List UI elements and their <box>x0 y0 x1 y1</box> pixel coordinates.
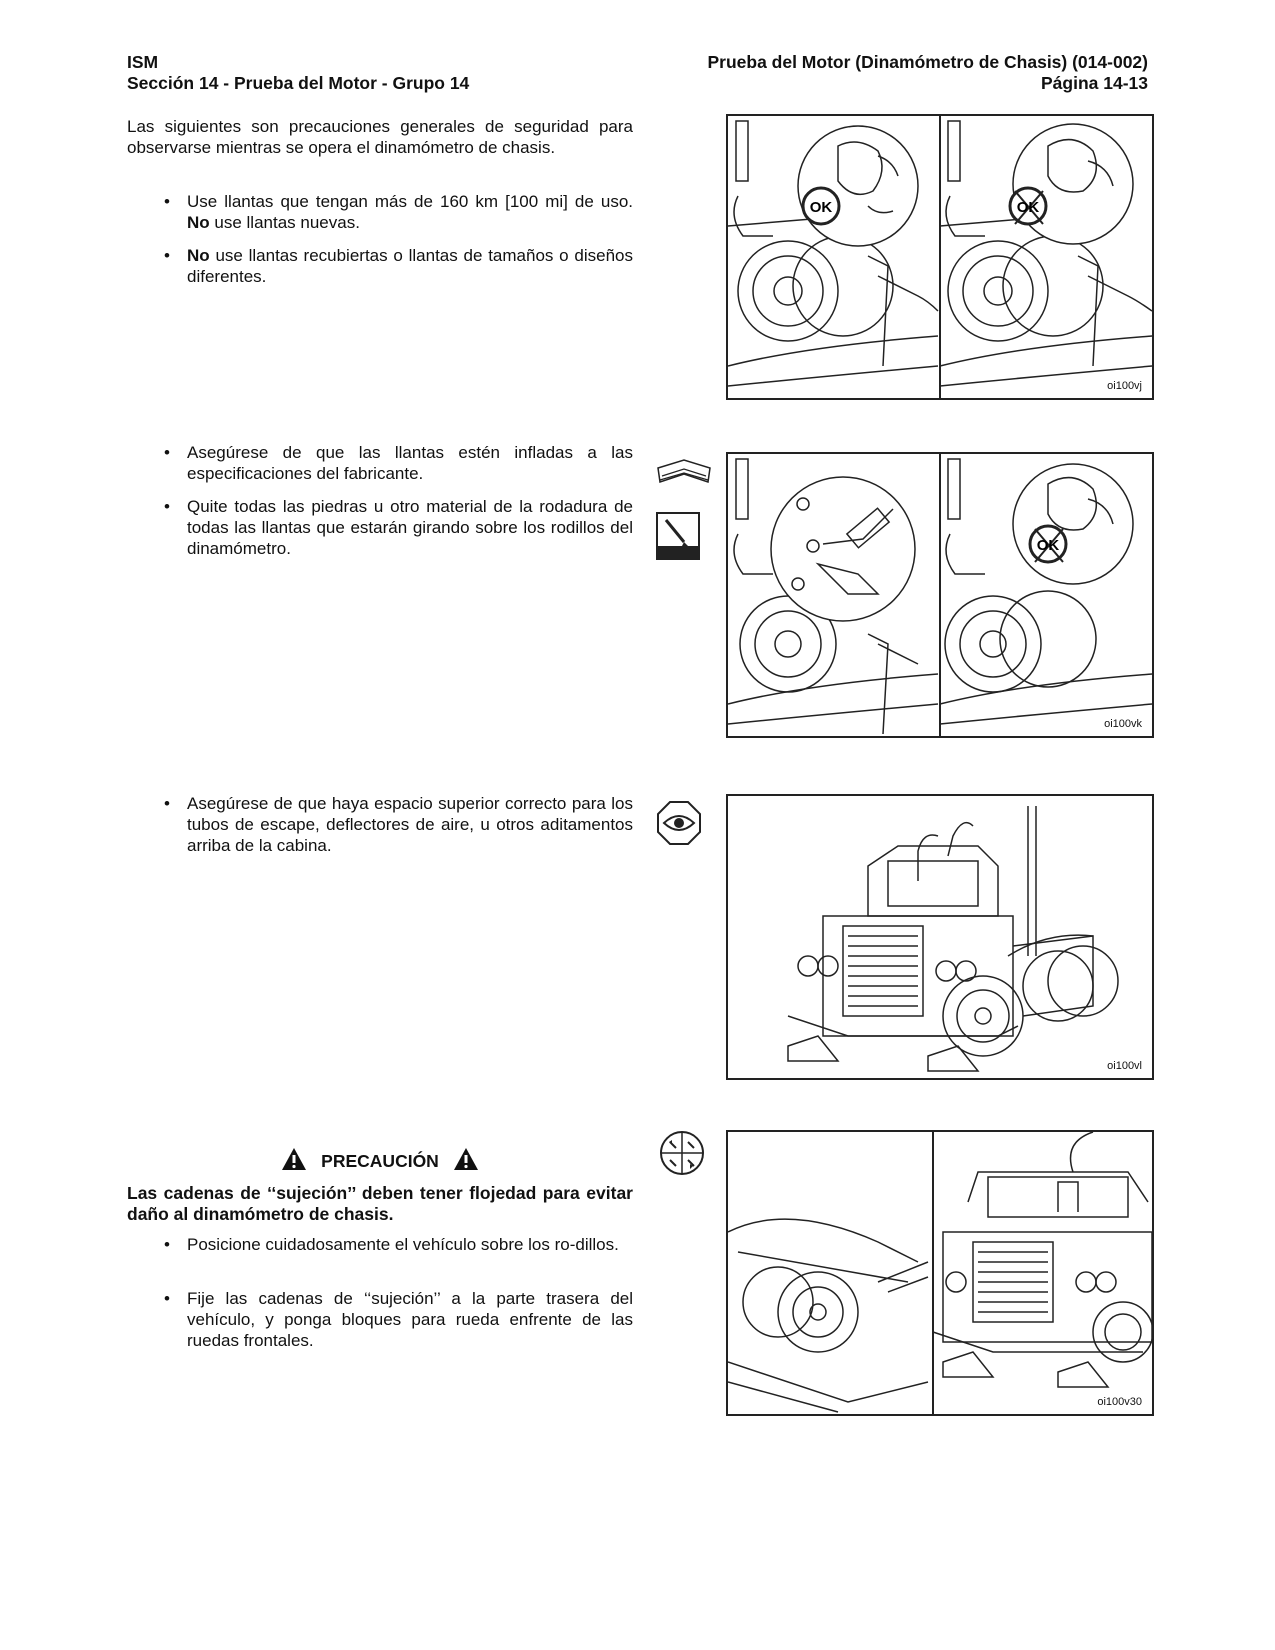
bullet-glyph: • <box>164 794 170 813</box>
truck-front-illustration <box>787 806 1119 1072</box>
caution-heading: PRECAUCIÓN <box>127 1147 633 1173</box>
intro-paragraph: Las siguientes son precauciones generale… <box>127 117 633 157</box>
bullet-no-retread: • No use llantas recubiertas o llantas d… <box>164 246 633 286</box>
measure-icon <box>656 512 700 565</box>
caution-box: PRECAUCIÓN Las cadenas de ‘‘sujeción’’ d… <box>127 1147 633 1225</box>
bullet-inflation: • Asegúrese de que las llantas estén inf… <box>164 443 633 483</box>
caution-title: PRECAUCIÓN <box>321 1151 439 1171</box>
bullet-overhead-clearance: • Asegúrese de que haya espacio superior… <box>164 794 633 855</box>
warning-triangle-icon <box>453 1148 478 1170</box>
header-right: Prueba del Motor (Dinamómetro de Chasis)… <box>707 52 1148 94</box>
figure-tire-inspection: OK oi100vk <box>726 452 1154 738</box>
caution-text: Las cadenas de ‘‘sujeción’’ deben tener … <box>127 1183 633 1224</box>
bullet-position-vehicle: • Posicione cuidadosamente el vehículo s… <box>164 1235 619 1254</box>
figure-label: oi100vk <box>1104 718 1142 730</box>
tire-inspection-illustration: OK <box>728 454 1152 736</box>
warning-triangle-icon <box>282 1148 307 1170</box>
bullet-glyph: • <box>164 246 170 265</box>
not-ok-mark: OK <box>1017 199 1040 216</box>
tie-down-illustration <box>728 1132 1152 1414</box>
bullet-remove-stones: • Quite todas las piedras u otro materia… <box>164 497 633 558</box>
bullet-used-tires: • Use llantas que tengan más de 160 km [… <box>164 192 633 232</box>
header-left: ISM Sección 14 - Prueba del Motor - Grup… <box>127 52 469 94</box>
emphasis-no: No <box>187 213 210 232</box>
page-number: Página 14-13 <box>1041 73 1148 93</box>
figure-label: oi100vl <box>1107 1060 1142 1072</box>
figure-tie-down: oi100v30 <box>726 1130 1154 1416</box>
bullet-glyph: • <box>164 1235 170 1254</box>
figure-truck-clearance: oi100vl <box>726 794 1154 1080</box>
figure-label: oi100vj <box>1107 380 1142 392</box>
procedure-title: Prueba del Motor (Dinamómetro de Chasis)… <box>707 52 1148 72</box>
bullet-glyph: • <box>164 192 170 211</box>
manual-name: ISM <box>127 52 159 72</box>
bullet-glyph: • <box>164 1289 170 1308</box>
bullet-glyph: • <box>164 497 170 516</box>
tire-condition-illustration: OK OK <box>728 116 1152 398</box>
not-ok-mark: OK <box>1037 537 1060 554</box>
figure-label: oi100v30 <box>1097 1396 1142 1408</box>
inspect-eye-icon <box>656 800 702 851</box>
ok-mark: OK <box>810 199 833 216</box>
manual-icon <box>656 458 712 493</box>
tools-icon <box>656 1130 708 1181</box>
emphasis-no: No <box>187 246 210 265</box>
section-title: Sección 14 - Prueba del Motor - Grupo 14 <box>127 73 470 93</box>
figure-tire-condition: OK OK oi100vj <box>726 114 1154 400</box>
bullet-glyph: • <box>164 443 170 462</box>
bullet-tie-down-chains: • Fije las cadenas de ‘‘sujeción’’ a la … <box>164 1289 633 1350</box>
